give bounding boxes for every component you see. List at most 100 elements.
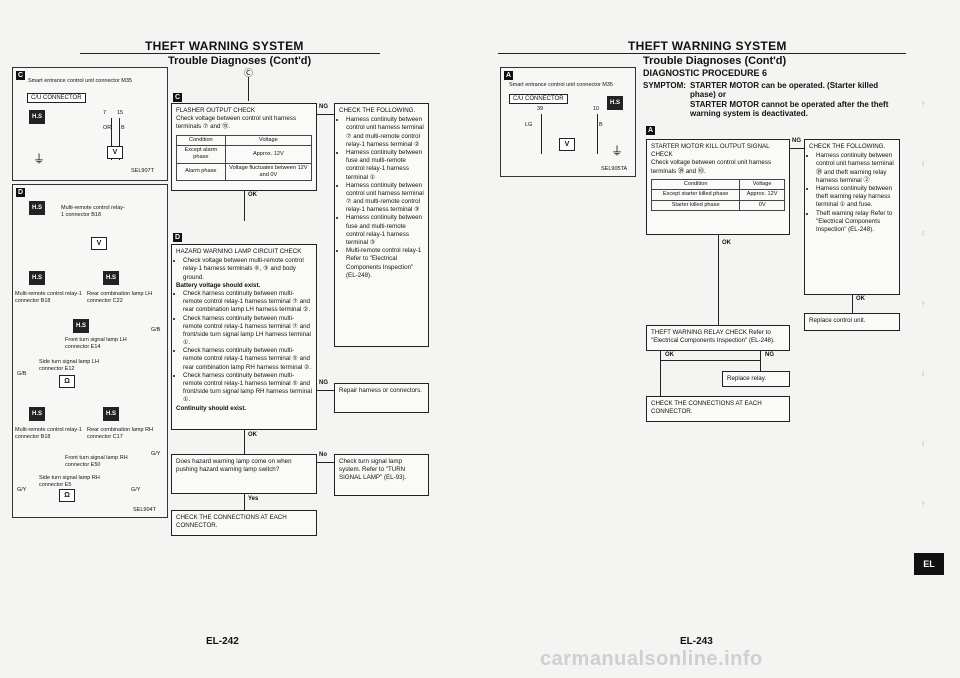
hazard-note: Continuity should exist. bbox=[176, 405, 312, 413]
diagram-d-wire-3: G/Y bbox=[151, 451, 160, 458]
starter-table-header: Voltage bbox=[740, 179, 785, 189]
ok-label: OK bbox=[247, 192, 258, 198]
hazard-lamp-check-box: HAZARD WARNING LAMP CIRCUIT CHECK Check … bbox=[171, 244, 317, 430]
el-section-tab: EL bbox=[914, 553, 944, 575]
diagram-d-unit3: Multi-remote control relay-1 connector B… bbox=[15, 427, 85, 440]
hazard-item: Check voltage between multi-remote contr… bbox=[183, 257, 312, 282]
connector-line bbox=[852, 295, 853, 313]
right-check-following-list: Harness continuity between control unit … bbox=[809, 152, 895, 234]
ok-label: OK bbox=[664, 352, 675, 358]
right-check-following-item: Harness continuity between control unit … bbox=[816, 152, 895, 185]
voltmeter-icon: V bbox=[107, 146, 123, 159]
check-following-item: Harness continuity between control unit … bbox=[346, 182, 424, 215]
diagram-d-wire-2: G/B bbox=[151, 327, 160, 334]
connector-icon: H.S bbox=[29, 201, 45, 215]
right-check-connections-text: CHECK THE CONNECTIONS AT EACH CONNECTOR. bbox=[651, 400, 785, 416]
margin-mark: ⁝ bbox=[922, 100, 924, 108]
hazard-list: Check voltage between multi-remote contr… bbox=[176, 257, 312, 413]
connector-icon: H.S bbox=[29, 110, 45, 124]
diagram-d-panel: D H.S Multi-remote control relay-1 conne… bbox=[12, 184, 168, 518]
ohmmeter-icon: Ω bbox=[59, 375, 75, 388]
connector-line bbox=[317, 114, 334, 115]
turn-signal-check-box: Check turn signal lamp system. Refer to … bbox=[334, 454, 429, 496]
diagram-c-tag: C bbox=[16, 71, 25, 80]
right-check-connections-box: CHECK THE CONNECTIONS AT EACH CONNECTOR. bbox=[646, 396, 790, 422]
diagram-a-tag: A bbox=[504, 71, 513, 80]
ok-label: OK bbox=[247, 432, 258, 438]
right-check-following-title: CHECK THE FOLLOWING. bbox=[809, 143, 895, 151]
ohmmeter-icon: Ω bbox=[59, 489, 75, 502]
diagram-c-pin-a: 7 bbox=[103, 110, 106, 117]
connector-line bbox=[244, 430, 245, 454]
diagram-c-wire-b: B bbox=[121, 125, 125, 132]
margin-mark: ⁝ bbox=[922, 160, 924, 168]
flow-step-c-tag: C bbox=[173, 93, 182, 102]
symptom-2: STARTER MOTOR cannot be operated after t… bbox=[690, 100, 900, 118]
diagram-a-cu-label: C/U CONNECTOR bbox=[509, 94, 568, 104]
left-title-rule bbox=[80, 53, 380, 54]
check-following-item: Harness continuity between fuse and mult… bbox=[346, 149, 424, 182]
watermark: carmanualsonline.info bbox=[540, 648, 763, 671]
margin-mark: ⁝ bbox=[922, 440, 924, 448]
diagram-d-rear-lh: Rear combination lamp LH connector C22 bbox=[87, 291, 165, 304]
replace-relay-box: Replace relay. bbox=[722, 371, 790, 387]
connector-line bbox=[718, 235, 719, 325]
yes-label: Yes bbox=[247, 496, 259, 502]
starter-table-cell: 0V bbox=[740, 200, 785, 210]
diagram-d-unit2: Multi-remote control relay-1 connector B… bbox=[15, 291, 85, 304]
starter-text: Check voltage between control unit harne… bbox=[651, 159, 785, 175]
connector-line bbox=[660, 351, 661, 396]
hazard-title: HAZARD WARNING LAMP CIRCUIT CHECK bbox=[176, 248, 312, 256]
diagram-d-wire-4: G/Y bbox=[17, 487, 26, 494]
starter-table-header: Condition bbox=[652, 179, 740, 189]
margin-mark: ⁝ bbox=[922, 370, 924, 378]
diagram-d-side-lh: Side turn signal lamp LH connector E12 bbox=[39, 359, 109, 372]
right-check-following-box: CHECK THE FOLLOWING. Harness continuity … bbox=[804, 139, 900, 295]
starter-table-cell: Approx. 12V bbox=[740, 190, 785, 200]
connector-icon: H.S bbox=[607, 96, 623, 110]
check-following-item: Multi-remote control relay-1 Refer to "E… bbox=[346, 247, 424, 280]
diagram-a-wire-line-a bbox=[541, 114, 542, 154]
check-following-title: CHECK THE FOLLOWING. bbox=[339, 107, 424, 115]
diagram-a-panel: A Smart entrance control unit connector … bbox=[500, 67, 636, 177]
repair-harness-box: Repair harness or connectors. bbox=[334, 383, 429, 413]
diagram-d-front-rh: Front turn signal lamp RH connector E50 bbox=[65, 455, 135, 468]
diagram-a-wire-a: LG bbox=[525, 122, 532, 129]
ng-label: NG bbox=[318, 104, 329, 110]
connector-icon: H.S bbox=[29, 407, 45, 421]
relay-check-box: THEFT WARNING RELAY CHECK Refer to "Elec… bbox=[646, 325, 790, 351]
diagram-c-panel: C Smart entrance control unit connector … bbox=[12, 67, 168, 181]
margin-mark: ⁝ bbox=[922, 300, 924, 308]
symptom-label: SYMPTOM: bbox=[643, 81, 686, 90]
replace-control-unit-text: Replace control unit. bbox=[809, 317, 895, 325]
diagram-d-front-lh: Front turn signal lamp LH connector E14 bbox=[65, 337, 135, 350]
diagram-a-pin-a: 39 bbox=[537, 106, 543, 113]
connector-line bbox=[244, 494, 245, 510]
check-connections-text: CHECK THE CONNECTIONS AT EACH CONNECTOR. bbox=[176, 514, 312, 530]
connector-line bbox=[317, 390, 334, 391]
margin-mark: ⁝ bbox=[922, 230, 924, 238]
check-following-box: CHECK THE FOLLOWING. Harness continuity … bbox=[334, 103, 429, 347]
flasher-table-cell: Approx. 12V bbox=[225, 145, 311, 163]
connector-line bbox=[760, 351, 761, 371]
flasher-table-cell: Voltage fluctuates between 12V and 0V bbox=[225, 163, 311, 181]
replace-relay-text: Replace relay. bbox=[727, 375, 785, 383]
flasher-table-cell: Except alarm phase bbox=[177, 145, 226, 163]
connector-icon: H.S bbox=[103, 271, 119, 285]
hazard-item: Check harness continuity between multi-r… bbox=[183, 347, 312, 372]
ok-label: OK bbox=[855, 296, 866, 302]
check-connections-box: CHECK THE CONNECTIONS AT EACH CONNECTOR. bbox=[171, 510, 317, 536]
ground-symbol-icon: ⏚ bbox=[33, 150, 45, 167]
ng-label: NG bbox=[791, 138, 802, 144]
connector-icon: H.S bbox=[73, 319, 89, 333]
voltmeter-icon: V bbox=[559, 138, 575, 151]
connector-icon: H.S bbox=[29, 271, 45, 285]
replace-control-unit-box: Replace control unit. bbox=[804, 313, 900, 331]
diagram-c-ref: SEL907T bbox=[131, 168, 154, 175]
symptom-1: STARTER MOTOR can be operated. (Starter … bbox=[690, 81, 900, 99]
hazard-item: Check harness continuity between multi-r… bbox=[183, 315, 312, 348]
no-label: No bbox=[318, 452, 328, 458]
connector-line bbox=[244, 191, 245, 221]
